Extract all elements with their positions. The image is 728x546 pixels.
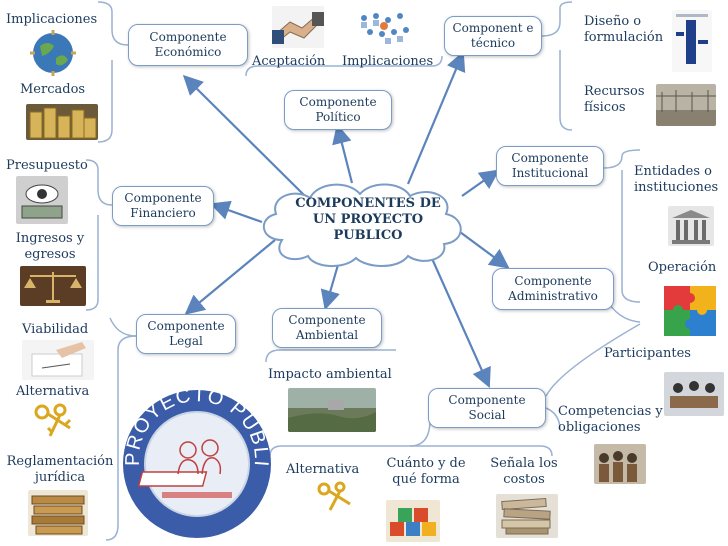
arrow-legal bbox=[184, 239, 276, 315]
label-recursos: Recursos físicos bbox=[584, 84, 645, 115]
label-implicaciones-left: Implicaciones bbox=[6, 12, 98, 27]
bracket-economico-bottom bbox=[97, 60, 113, 143]
toy-blocks-icon bbox=[386, 500, 440, 542]
bracket-ambiental bbox=[265, 349, 396, 363]
coins-icon bbox=[26, 104, 98, 140]
label-entidades: Entidades o instituciones bbox=[634, 164, 719, 195]
blueprint-icon bbox=[672, 10, 712, 72]
bracket-financiero-bottom bbox=[85, 215, 99, 311]
arrow-social bbox=[428, 253, 491, 389]
label-presupuesto: Presupuesto bbox=[6, 158, 88, 173]
building-icon bbox=[668, 206, 714, 246]
bracket-tecnico-bottom bbox=[559, 50, 573, 131]
label-implicaciones-top: Implicaciones bbox=[342, 54, 434, 69]
node-componente-politico[interactable]: Componente Político bbox=[284, 90, 392, 130]
central-cloud bbox=[263, 183, 462, 267]
proyecto-publico-logo: PROYECTO PUBLICO bbox=[118, 384, 271, 538]
golden-keys-icon-bottom bbox=[317, 481, 351, 511]
label-aceptacion: Aceptación bbox=[252, 54, 326, 69]
bracket-social-bottom-right bbox=[410, 445, 553, 457]
bracket-politico bbox=[245, 55, 443, 77]
golden-keys-icon bbox=[34, 403, 72, 437]
node-componente-tecnico[interactable]: Component e técnico bbox=[444, 16, 542, 56]
bracket-social-right bbox=[545, 323, 641, 397]
label-alternativa-left: Alternativa bbox=[16, 384, 90, 399]
label-alternativa-bottom: Alternativa bbox=[286, 462, 360, 477]
node-componente-social[interactable]: Componente Social bbox=[428, 388, 546, 428]
arrow-financiero bbox=[209, 200, 263, 224]
eye-money-icon bbox=[16, 176, 68, 224]
handshake-icon bbox=[272, 6, 324, 48]
bracket-tecnico-top bbox=[541, 1, 573, 37]
group-photo-icon bbox=[594, 444, 646, 484]
central-title: COMPONENTES DE UN PROYECTO PUBLICO bbox=[295, 196, 441, 243]
globe-icon bbox=[30, 30, 76, 76]
node-componente-financiero[interactable]: Componente Financiero bbox=[112, 186, 214, 226]
bracket-legal bbox=[105, 335, 137, 541]
node-componente-institucional[interactable]: Componente Institucional bbox=[496, 146, 604, 186]
label-diseno: Diseño o formulación bbox=[584, 14, 664, 45]
bracket-economico-top bbox=[97, 1, 129, 46]
construction-site-icon bbox=[656, 84, 716, 126]
bracket-social-competencias bbox=[545, 407, 561, 431]
signing-hand-icon bbox=[22, 340, 94, 380]
node-componente-ambiental[interactable]: Componente Ambiental bbox=[272, 308, 382, 348]
label-senala: Señala los costos bbox=[490, 456, 558, 487]
arrow-politico bbox=[332, 123, 354, 184]
bracket-institucional-bottom bbox=[621, 170, 641, 303]
paper-stack-icon bbox=[496, 494, 558, 538]
scales-icon bbox=[20, 266, 86, 306]
node-componente-economico[interactable]: Componente Económico bbox=[128, 24, 248, 66]
bracket-social-bottom bbox=[269, 419, 431, 457]
label-viabilidad: Viabilidad bbox=[22, 322, 89, 337]
label-operacion: Operación bbox=[648, 260, 717, 275]
label-reglamentacion: Reglamentación jurídica bbox=[6, 454, 114, 485]
node-componente-legal[interactable]: Componente Legal bbox=[136, 314, 236, 354]
landscape-icon bbox=[288, 388, 376, 432]
arrow-administrativo bbox=[459, 231, 510, 269]
bracket-financiero-top bbox=[85, 159, 113, 206]
arrow-institucional bbox=[461, 169, 500, 197]
label-participantes: Participantes bbox=[604, 346, 691, 361]
arrow-tecnico bbox=[406, 50, 466, 185]
label-ingresos: Ingresos y egresos bbox=[15, 231, 85, 262]
arrow-economico bbox=[182, 74, 306, 197]
people-network-icon bbox=[361, 13, 409, 44]
meeting-icon bbox=[664, 372, 724, 416]
node-componente-administrativo[interactable]: Componente Administrativo bbox=[492, 268, 614, 310]
label-impacto-ambiental: Impacto ambiental bbox=[268, 367, 392, 382]
law-books-icon bbox=[28, 490, 88, 536]
puzzle-icon bbox=[664, 286, 716, 336]
label-mercados: Mercados bbox=[20, 82, 86, 97]
bracket-institucional-top bbox=[603, 149, 641, 169]
label-cuanto: Cuánto y de qué forma bbox=[386, 456, 466, 487]
label-competencias: Competencias y obligaciones bbox=[558, 404, 663, 435]
bracket-legal-top bbox=[109, 317, 137, 337]
